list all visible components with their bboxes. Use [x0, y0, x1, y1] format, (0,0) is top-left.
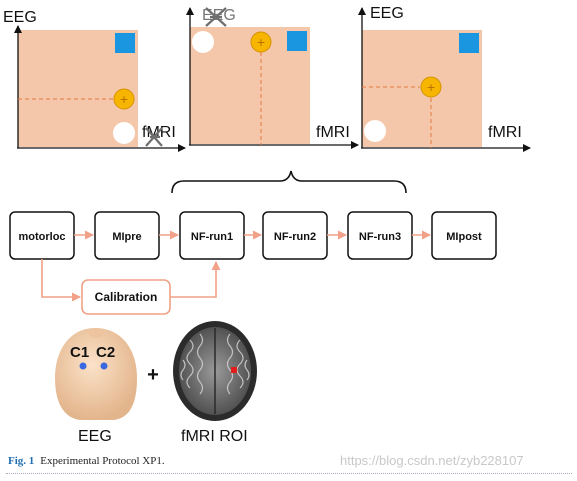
panel-1-crossed-fmri-icon — [145, 127, 163, 147]
figure-caption-text: Experimental Protocol XP1. — [40, 455, 165, 467]
caption-divider — [6, 473, 572, 474]
electrode-c2 — [100, 362, 108, 370]
panel-1-ball-cross: + — [119, 93, 128, 106]
panel-1-feedback-ball — [113, 88, 135, 110]
plus-sign: + — [147, 364, 159, 386]
panel-1-target-square — [115, 33, 135, 53]
electrode-c1 — [79, 362, 87, 370]
fmri-roi-marker — [231, 367, 237, 373]
pipeline: motorloc MIpre NF-run1 NF-run2 NF-run3 M… — [9, 211, 497, 315]
panel-2-target-square — [287, 31, 307, 51]
panel-3-rest-ball — [364, 120, 386, 142]
electrode-c2-label: C2 — [96, 344, 115, 361]
watermark: https://blog.csdn.net/zyb228107 — [340, 453, 524, 468]
panel-1-rest-ball — [113, 122, 135, 144]
panel-1-eeg-label: EEG — [3, 9, 37, 26]
panel-3-eeg-label: EEG — [370, 5, 404, 22]
panel-3-ball-cross: + — [426, 81, 435, 94]
feedback-panel-3: + EEG fMRI — [358, 5, 531, 152]
panel-3-target-square — [459, 33, 479, 53]
box-motorloc-label: motorloc — [18, 231, 65, 243]
eeg-head-illustration: C1 C2 EEG — [55, 328, 137, 445]
nf-runs-brace — [171, 170, 407, 194]
electrode-c1-label: C1 — [70, 344, 89, 361]
box-mipost — [431, 211, 497, 260]
box-nf-run3-label: NF-run3 — [359, 231, 401, 243]
eeg-caption: EEG — [78, 428, 112, 445]
panel-2-rest-ball — [192, 31, 214, 53]
arrow-motorloc-calibration — [41, 259, 81, 302]
arrow-calibration-nfrun1 — [170, 261, 221, 298]
box-mipost-label: MIpost — [446, 231, 482, 243]
panel-3-fmri-label: fMRI — [488, 124, 522, 141]
panel-2-fmri-label: fMRI — [316, 124, 350, 141]
feedback-panel-2: + EEG fMRI — [186, 7, 359, 149]
box-mipre-label: MIpre — [112, 231, 141, 243]
panel-2-crossed-eeg-icon — [205, 7, 227, 27]
head-shape — [55, 328, 137, 420]
box-calibration-label: Calibration — [95, 290, 158, 304]
head-nose — [89, 328, 103, 338]
brain-gyri — [180, 333, 250, 395]
box-nf-run2-label: NF-run2 — [274, 231, 316, 243]
panel-2-ball-cross: + — [256, 36, 265, 49]
box-nf-run1-label: NF-run1 — [191, 231, 233, 243]
feedback-panel-1: + EEG fMRI — [3, 9, 186, 152]
figure-number: Fig. 1 — [8, 455, 35, 467]
fmri-brain-illustration: fMRI ROI — [173, 321, 257, 445]
panel-3-feedback-ball — [420, 76, 442, 98]
panel-2-feedback-ball — [250, 31, 272, 53]
fmri-roi-caption: fMRI ROI — [181, 428, 248, 445]
figure-caption: Fig. 1 Experimental Protocol XP1. — [8, 455, 165, 467]
